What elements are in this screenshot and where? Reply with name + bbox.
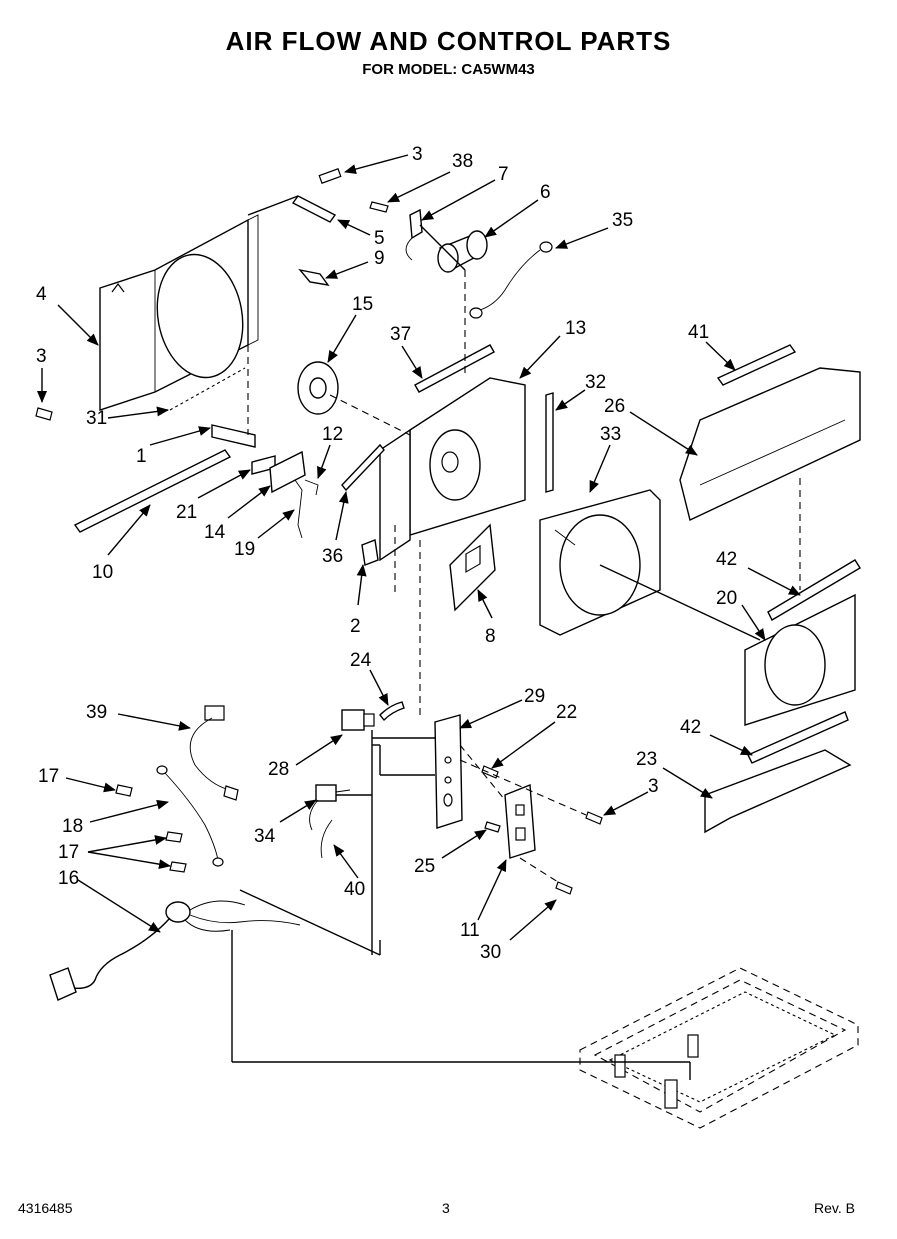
part-22-screw: [481, 765, 499, 779]
part-42-strip-lower: [747, 711, 849, 764]
part-10-rail: [73, 449, 232, 533]
callout-label: 6: [540, 182, 551, 203]
part-13-mount-plate: [379, 377, 526, 562]
callout-label: 22: [556, 702, 577, 723]
callout-label: 41: [688, 322, 709, 343]
part-4-fan-shroud: [99, 214, 259, 411]
callout-label: 40: [344, 879, 365, 900]
footer-page-number: 3: [442, 1200, 450, 1216]
part-30-screw: [555, 881, 573, 895]
callout-label: 8: [485, 626, 496, 647]
callout-label: 24: [350, 650, 372, 671]
callout-label: 20: [716, 588, 737, 609]
callout-label: 42: [680, 717, 701, 738]
callout-label: 37: [390, 324, 411, 345]
part-7-clip: [405, 208, 423, 261]
part-28-switch: [341, 709, 375, 731]
base-pan: [579, 967, 859, 1129]
part-25-screw: [484, 821, 501, 833]
callout-label: 5: [374, 228, 385, 249]
callout-label: 35: [612, 210, 633, 231]
part-18-ground-wire: [156, 765, 224, 867]
part-41-strip: [716, 344, 797, 386]
part-6-capacitor: [437, 230, 488, 273]
callout-label: 42: [716, 549, 737, 570]
callout-label: 21: [176, 502, 197, 523]
part-17-screw-b: [169, 861, 187, 873]
callout-label: 17: [38, 766, 59, 787]
callout-label: 1: [136, 446, 147, 467]
callout-label: 30: [480, 942, 501, 963]
part-8-control-overlay: [449, 523, 496, 612]
callout-label: 2: [350, 616, 361, 637]
callout-label: 34: [254, 826, 276, 847]
part-17-screw-a: [165, 831, 183, 843]
callout-label: 32: [585, 372, 606, 393]
callout-label: 7: [498, 164, 509, 185]
callout-label: 36: [322, 546, 343, 567]
callout-label: 12: [322, 424, 343, 445]
part-2-clip: [361, 539, 379, 566]
callout-label: 38: [452, 151, 473, 172]
callout-label: 3: [412, 144, 423, 165]
part-9-block: [298, 268, 330, 286]
part-17-screw-upper: [115, 784, 133, 797]
callout-label: 33: [600, 424, 621, 445]
part-19-clip: [294, 479, 303, 539]
part-33-blower-housing: [539, 489, 661, 636]
callout-label: 9: [374, 248, 385, 269]
part-24-capillary: [379, 701, 405, 722]
callout-label: 31: [86, 408, 107, 429]
part-29-bracket: [434, 714, 463, 829]
callout-label: 25: [414, 856, 435, 877]
part-3-screw-lower: [585, 811, 603, 825]
callout-label: 19: [234, 539, 255, 560]
part-14-bracket: [269, 450, 306, 494]
part-12-clip: [304, 479, 319, 496]
callout-label: 39: [86, 702, 107, 723]
part-39-harness: [189, 705, 239, 801]
part-35-ground-wire: [469, 241, 553, 319]
part-42-strip-upper: [767, 559, 861, 621]
part-11-switch-plate: [504, 783, 536, 859]
part-36-strip: [341, 443, 385, 492]
callout-label: 18: [62, 816, 83, 837]
callout-label: 15: [352, 294, 373, 315]
callout-label: 28: [268, 759, 289, 780]
callout-label: 3: [648, 776, 659, 797]
part-38-screw: [369, 201, 389, 213]
callout-label: 11: [460, 920, 480, 941]
part-1-block: [211, 424, 256, 448]
callout-label: 4: [36, 284, 47, 305]
part-16-power-cord: [49, 900, 301, 1001]
footer-part-number: 4316485: [18, 1200, 73, 1216]
callout-label: 29: [524, 686, 545, 707]
callout-label: 3: [36, 346, 47, 367]
callout-label: 16: [58, 868, 79, 889]
callout-label: 10: [92, 562, 113, 583]
page-title: AIR FLOW AND CONTROL PARTS: [225, 26, 672, 56]
callout-label: 26: [604, 396, 625, 417]
callout-label: 17: [58, 842, 79, 863]
callout-label: 23: [636, 749, 657, 770]
part-20-rear-panel: [744, 593, 856, 726]
part-31-strip: [169, 367, 246, 411]
callouts: 3 38 7 6 35 5 9 4 3 15 37 13: [35, 144, 801, 963]
callout-label: 14: [204, 522, 226, 543]
part-40-wire: [320, 819, 333, 859]
model-subtitle: FOR MODEL: CA5WM43: [362, 61, 535, 78]
part-26-channel: [679, 367, 861, 521]
footer-revision: Rev. B: [814, 1200, 855, 1216]
callout-label: 13: [565, 318, 586, 339]
part-32-strip: [545, 392, 554, 493]
part-5-bracket: [291, 168, 342, 223]
assembly-lines: [231, 195, 801, 1080]
part-15-fan-hub: [297, 361, 339, 415]
part-23-channel: [704, 749, 852, 834]
